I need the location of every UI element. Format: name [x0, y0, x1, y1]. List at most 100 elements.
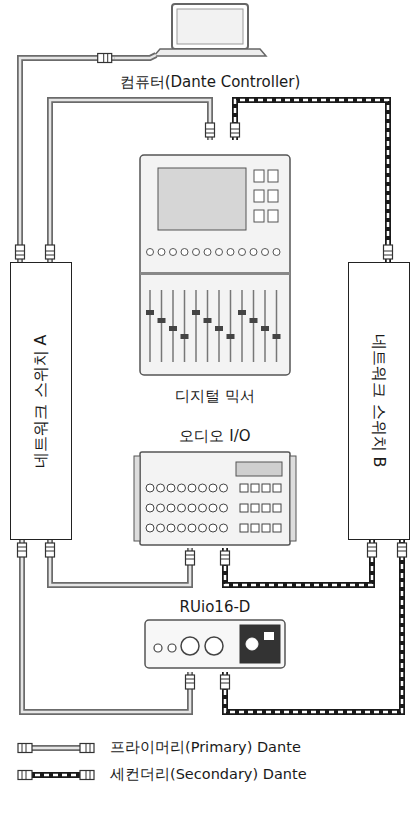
- mixer-button: [254, 190, 264, 202]
- laptop-cable-stub: [112, 55, 156, 58]
- cable-outline: [235, 100, 388, 262]
- xlr-jack: [188, 524, 196, 532]
- plug-rib: [221, 679, 230, 680]
- rack-ear: [290, 456, 296, 541]
- xlr-jack: [146, 484, 154, 492]
- ruio-dark-panel: [240, 625, 280, 663]
- plug-rib: [384, 251, 393, 252]
- cable-outline: [22, 540, 190, 712]
- plug-body: [16, 245, 25, 259]
- xlr-jack: [199, 504, 207, 512]
- xlr-jack: [181, 637, 199, 655]
- plug-rib: [16, 251, 25, 252]
- plug-body: [46, 543, 55, 557]
- audio-io-connectors: [146, 484, 281, 532]
- ruio-device: RUio16-D: [140, 596, 290, 672]
- network-switch: 네트워크 스위치 A: [10, 262, 72, 540]
- legend-cable: [18, 743, 94, 752]
- primary-cable: [46, 100, 215, 262]
- fader-slot: [184, 290, 186, 362]
- output-jack: [251, 504, 259, 512]
- mixer-divider: [140, 272, 290, 275]
- device-label: 오디오 I/O: [179, 427, 250, 446]
- legend-sample: [14, 766, 98, 784]
- plug-rib: [103, 54, 104, 63]
- knob: [168, 644, 176, 652]
- fader-cap: [169, 326, 177, 331]
- mixer-device: 디지털 믹서: [140, 140, 290, 408]
- fader-cap: [238, 310, 246, 315]
- rj45-plug: [231, 123, 240, 137]
- cable-core: [20, 58, 115, 262]
- xlr-jack: [157, 484, 165, 492]
- mixer-knob: [227, 249, 234, 256]
- plug-rib: [26, 770, 27, 779]
- plug-body: [186, 675, 195, 689]
- plug-rib: [18, 551, 27, 552]
- output-jack: [240, 484, 248, 492]
- fader-cap: [204, 318, 212, 323]
- mixer-controls: [146, 170, 281, 362]
- legend-row: 프라이머리(Primary) Dante: [14, 734, 307, 761]
- ruio16-d-unit: [145, 620, 285, 668]
- rj45-plug: [206, 123, 215, 137]
- legend-sample: [14, 739, 98, 757]
- xlr-jack: [205, 637, 223, 655]
- fader-slot: [195, 290, 197, 362]
- cable-outline: [50, 540, 190, 585]
- cable-core: [50, 540, 190, 585]
- cable-outline: [26, 772, 86, 778]
- plug-rib: [186, 679, 195, 680]
- plug-rib: [231, 129, 240, 130]
- xlr-jack: [209, 504, 217, 512]
- primary-cable: [16, 54, 115, 263]
- plug-rib: [398, 547, 407, 548]
- plug-rib: [186, 559, 195, 560]
- xlr-jack: [188, 504, 196, 512]
- switch-label: 네트워크 스위치 A: [31, 334, 51, 467]
- plug-rib: [231, 133, 240, 134]
- plug-body: [98, 54, 112, 63]
- primary-cable: [18, 540, 195, 712]
- rj45-plug: [221, 551, 230, 565]
- plug-rib: [206, 129, 215, 130]
- fader-slot: [161, 290, 163, 362]
- ruio-body: [145, 620, 285, 668]
- plug-rib: [368, 551, 377, 552]
- output-jack: [273, 484, 281, 492]
- plug-body: [384, 245, 393, 259]
- fader-cap: [146, 310, 154, 315]
- cable-outline: [20, 58, 115, 262]
- mixer-knob: [158, 249, 165, 256]
- output-jack: [240, 524, 248, 532]
- plug-rib: [90, 770, 91, 779]
- plug-body: [231, 123, 240, 137]
- mixer-button: [254, 170, 264, 182]
- fader-slot: [276, 290, 278, 362]
- rj45-plug: [46, 543, 55, 557]
- xlr-jack: [188, 484, 196, 492]
- plug-rib: [398, 551, 407, 552]
- mixer-button: [254, 210, 264, 222]
- secondary-cable: [231, 100, 393, 262]
- laptop-lid: [172, 4, 248, 49]
- audio-io-device: 오디오 I/O: [135, 425, 295, 548]
- laptop-screen: [177, 9, 243, 44]
- mixer-screen: [158, 168, 246, 230]
- mixer-knob: [273, 249, 280, 256]
- rj45-plug: [398, 543, 407, 557]
- plug-body: [186, 551, 195, 565]
- plug-body: [80, 770, 94, 779]
- plug-rib: [46, 547, 55, 548]
- rj45-plug: [80, 770, 94, 779]
- plug-rib: [186, 555, 195, 556]
- rj45-plug: [368, 543, 377, 557]
- plug-rib: [22, 743, 23, 752]
- mixer-knob: [193, 249, 200, 256]
- legend-row: 세컨더리(Secondary) Dante: [14, 761, 307, 788]
- knob: [154, 644, 162, 652]
- fader-cap: [192, 310, 200, 315]
- xlr-jack: [199, 524, 207, 532]
- cable-outline: [50, 100, 210, 262]
